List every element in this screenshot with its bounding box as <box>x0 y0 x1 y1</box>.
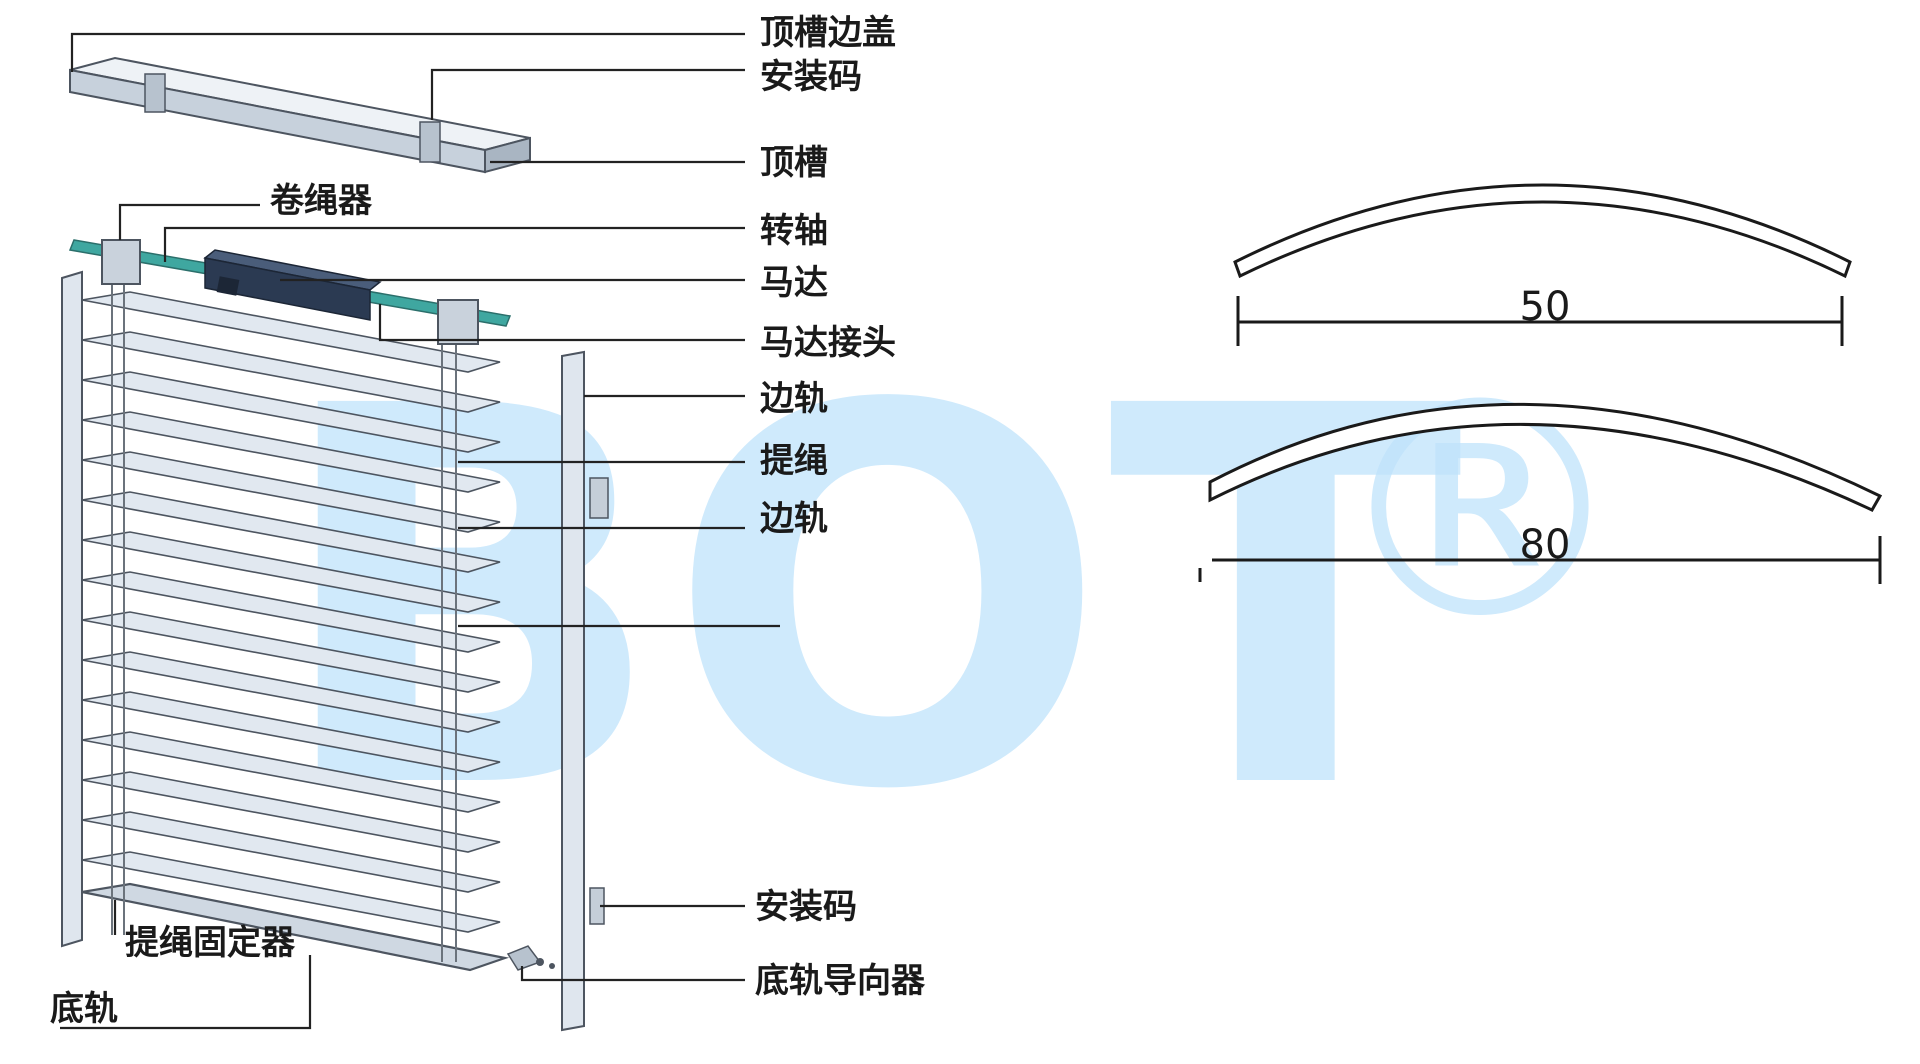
top-clip-left <box>144 73 166 113</box>
left-side-rail <box>61 270 83 948</box>
slat-profile-80: 80 <box>1198 402 1883 584</box>
side-clip-upper <box>589 477 609 519</box>
ladder-cords <box>111 283 457 962</box>
label-install-clip-bottom: 安装码 <box>755 887 857 927</box>
slats <box>81 291 510 972</box>
top-clip-right <box>419 121 441 163</box>
label-side-rail-2: 边轨 <box>760 499 828 539</box>
label-cord-fixer: 提绳固定器 <box>125 923 296 963</box>
watermark-registered-mark: ® <box>1330 337 1630 686</box>
right-side-rail <box>561 350 609 1032</box>
label-side-rail-1: 边轨 <box>760 379 828 419</box>
top-channel <box>69 56 531 174</box>
label-top-channel: 顶槽 <box>760 143 828 183</box>
label-ladder-cord: 提绳 <box>760 441 828 481</box>
label-cord-winder: 卷绳器 <box>270 181 373 221</box>
slat-width-50: 50 <box>1520 284 1571 330</box>
cord-winder-right <box>437 299 479 345</box>
leader-lines <box>60 32 780 1030</box>
label-bottom-rail-guide: 底轨导向器 <box>755 961 926 1001</box>
label-motor: 马达 <box>760 263 828 303</box>
cord-winder-left <box>101 239 141 285</box>
label-top-cover: 顶槽边盖 <box>760 13 896 53</box>
label-install-clip-top: 安装码 <box>760 57 862 97</box>
bottom-rail-shape <box>81 882 510 972</box>
slat-width-80: 80 <box>1520 522 1571 568</box>
slat-profile-50: 50 <box>1233 183 1852 346</box>
labels: 顶槽边盖 安装码 顶槽 卷绳器 转轴 马达 马达接头 边轨 提绳 边轨 提绳固定… <box>50 13 926 1029</box>
label-bottom-rail: 底轨 <box>50 989 118 1029</box>
bottom-rail-guide-shape <box>506 945 555 971</box>
cord-winders <box>101 239 479 345</box>
label-shaft: 转轴 <box>760 211 828 251</box>
label-motor-connector: 马达接头 <box>760 323 896 363</box>
